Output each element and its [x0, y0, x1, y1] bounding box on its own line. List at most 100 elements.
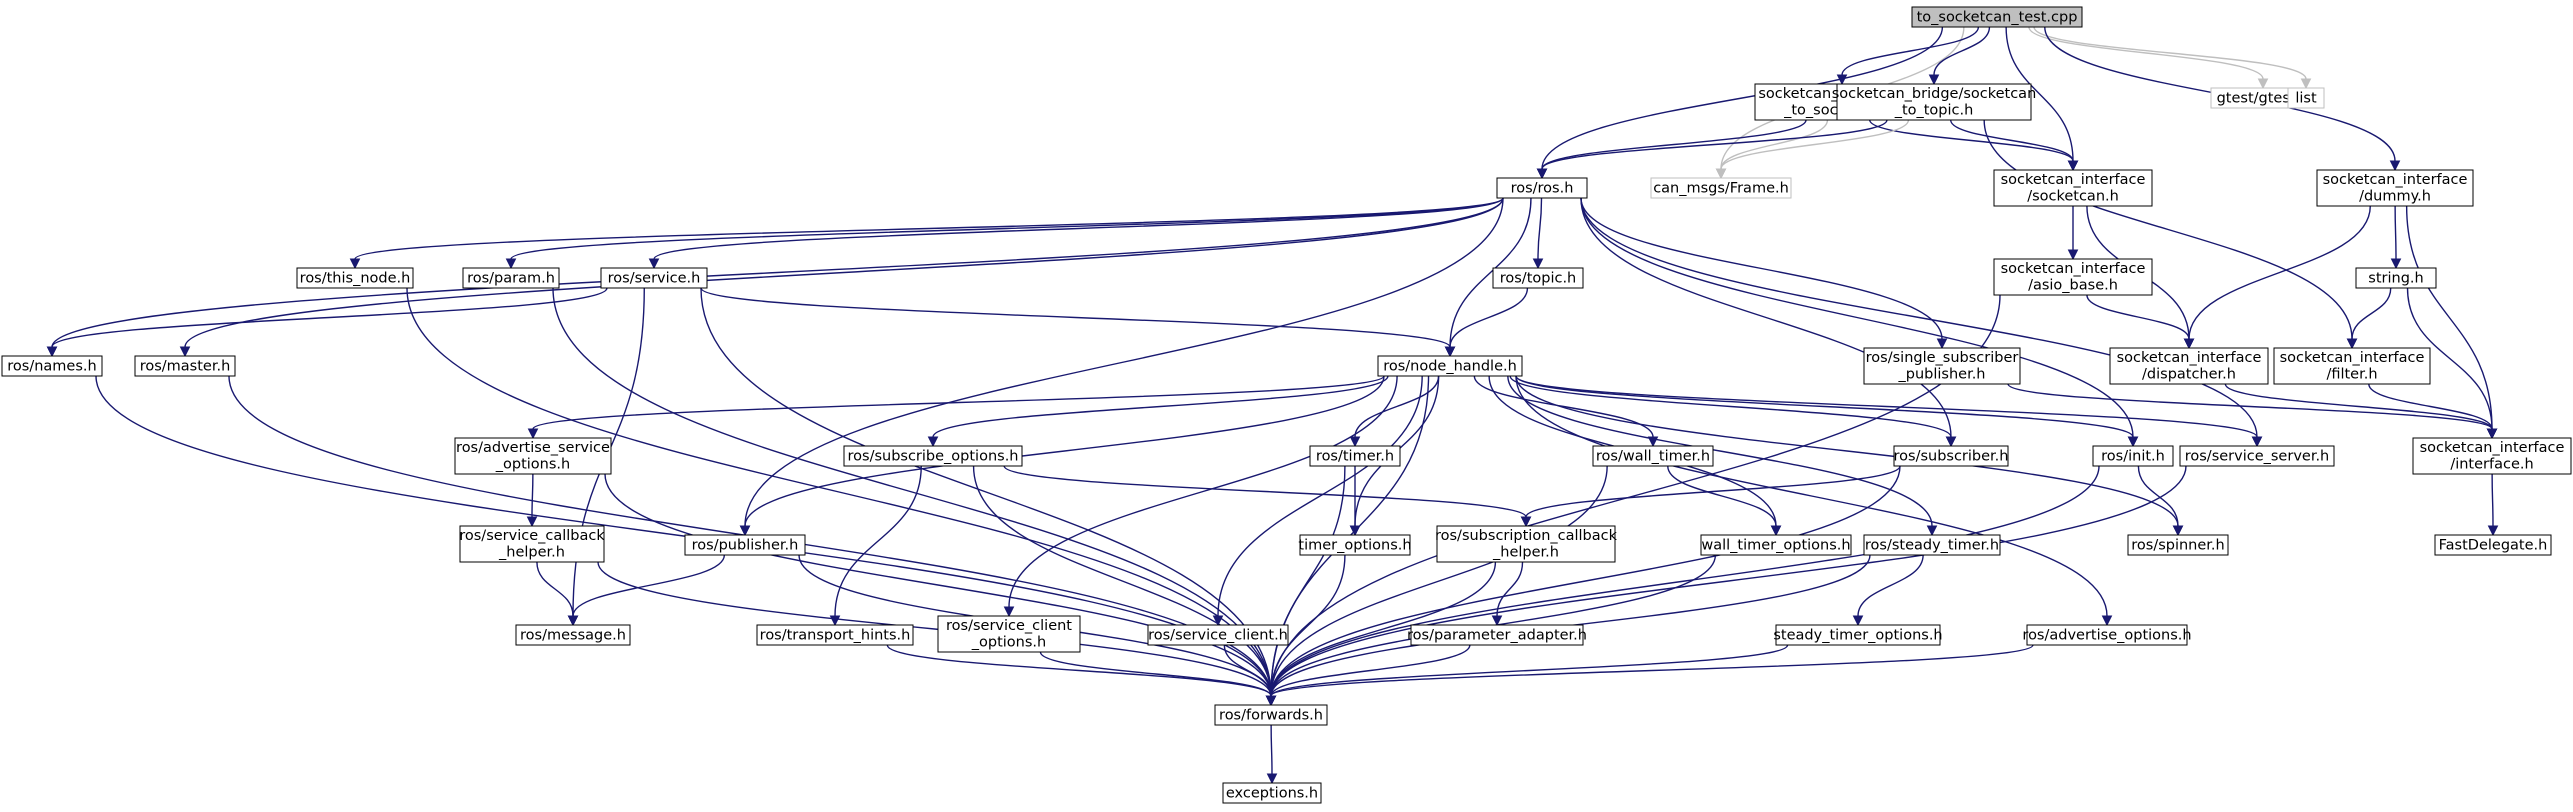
edge-arrowhead: [526, 516, 538, 528]
edge-line: [1509, 375, 1952, 438]
node-root[interactable]: to_socketcan_test.cpp: [1911, 6, 2083, 28]
edge-arrowhead: [349, 258, 361, 270]
node-parameter-adapter-h[interactable]: ros/parameter_adapter.h: [1407, 624, 1587, 646]
node-box: [2434, 534, 2552, 556]
node-forwards-h[interactable]: ros/forwards.h: [1214, 704, 1328, 726]
node-message-h[interactable]: ros/message.h: [515, 624, 631, 646]
node-label: ros/transport_hints.h: [760, 627, 911, 643]
edge-line: [2137, 465, 2179, 527]
edge-arrowhead: [1852, 615, 1864, 627]
node-service-client-h[interactable]: ros/service_client.h: [1147, 624, 1289, 646]
node-filter-h[interactable]: socketcan_interface/filter.h: [2273, 347, 2431, 385]
node-label: ros/master.h: [140, 358, 231, 374]
node-fastdelegate-h[interactable]: FastDelegate.h: [2434, 534, 2552, 556]
node-single-sub-pub-h[interactable]: ros/single_subscriber_publisher.h: [1863, 347, 2021, 385]
node-label: _publisher.h: [1898, 367, 1986, 383]
edge-line: [536, 561, 574, 617]
edge-arrowhead: [2101, 615, 2113, 627]
edge-arrowhead: [2067, 160, 2079, 172]
node-service-h[interactable]: ros/service.h: [600, 267, 708, 289]
edge-line: [1720, 119, 1829, 170]
node-label: steady_timer_options.h: [1773, 627, 1942, 643]
node-spinner-h[interactable]: ros/spinner.h: [2127, 534, 2229, 556]
edge-topic-to-socketcan-h-to-ros-h: [1536, 119, 1807, 180]
edge-arrowhead: [829, 615, 841, 627]
edge-arrowhead: [1212, 615, 1224, 627]
edge-line: [1270, 465, 1608, 697]
node-string-h[interactable]: string.h: [2355, 267, 2437, 289]
edge-line: [1473, 375, 1654, 438]
edge-line: [744, 375, 1385, 527]
node-master-h[interactable]: ros/master.h: [134, 355, 236, 377]
node-timer-options-h[interactable]: timer_options.h: [1298, 534, 1412, 556]
edge-subscribe-options-h-to-sub-cb-helper-h: [1003, 465, 1532, 528]
node-service-client-opts-h[interactable]: ros/service_client_options.h: [937, 615, 1081, 653]
node-sub-cb-helper-h[interactable]: ros/subscription_callback_helper.h: [1435, 525, 1618, 563]
edge-line: [700, 287, 1451, 348]
node-exceptions-h[interactable]: exceptions.h: [1222, 782, 1322, 804]
node-socketcan-to-topic-h[interactable]: socketcan_bridge/socketcan_to_topic.h: [1832, 83, 2037, 121]
edge-line: [510, 197, 1504, 260]
edge-line: [1580, 197, 2134, 438]
edge-line: [1983, 119, 2353, 340]
edge-line: [1541, 26, 1944, 170]
node-timer-h[interactable]: ros/timer.h: [1309, 445, 1401, 467]
edge-arrowhead: [927, 436, 939, 448]
node-si-socketcan-h[interactable]: socketcan_interface/socketcan.h: [1993, 169, 2153, 207]
node-topic-h[interactable]: ros/topic.h: [1492, 267, 1584, 289]
node-node-handle-h[interactable]: ros/node_handle.h: [1377, 355, 1523, 377]
node-publisher-h[interactable]: ros/publisher.h: [684, 534, 806, 556]
node-steady-timer-options-h[interactable]: steady_timer_options.h: [1773, 624, 1943, 646]
node-transport-hints-h[interactable]: ros/transport_hints.h: [756, 624, 914, 646]
node-label: exceptions.h: [1226, 785, 1318, 801]
node-label: socketcan_bridge/socketcan: [1832, 86, 2037, 102]
node-label: socketcan_interface: [2117, 350, 2262, 366]
node-label: socketcan_interface: [2323, 172, 2468, 188]
node-si-dummy-h[interactable]: socketcan_interface/dummy.h: [2316, 169, 2474, 207]
node-label: to_socketcan_test.cpp: [1917, 9, 2078, 25]
edge-line: [1515, 375, 2179, 527]
node-init-h[interactable]: ros/init.h: [2092, 445, 2174, 467]
node-wall-timer-h[interactable]: ros/wall_timer.h: [1592, 445, 1714, 467]
edge-line: [1857, 554, 1924, 617]
node-advertise-options-h[interactable]: ros/advertise_options.h: [2022, 624, 2192, 646]
node-label: socketcan_interface: [2280, 350, 2425, 366]
edge-arrowhead: [179, 346, 191, 358]
node-dispatcher-h[interactable]: socketcan_interface/dispatcher.h: [2109, 347, 2269, 385]
node-service-server-h[interactable]: ros/service_server.h: [2179, 445, 2335, 467]
edge-adv-service-opts-h-to-service-cb-helper-h: [526, 473, 538, 528]
edge-line: [597, 561, 1272, 697]
node-subscribe-options-h[interactable]: ros/subscribe_options.h: [843, 445, 1023, 467]
node-interface-h[interactable]: socketcan_interface/interface.h: [2412, 437, 2572, 475]
edge-line: [2351, 287, 2392, 340]
node-label: ros/subscriber.h: [1894, 448, 2009, 464]
node-label: ros/message.h: [520, 627, 626, 643]
node-label: /asio_base.h: [2028, 278, 2118, 294]
node-box: [1836, 83, 2032, 121]
node-steady-timer-h[interactable]: ros/steady_timer.h: [1863, 534, 2001, 556]
node-box: [462, 267, 560, 289]
node-ros-h[interactable]: ros/ros.h: [1496, 177, 1588, 199]
node-wall-timer-options-h[interactable]: wall_timer_options.h: [1700, 534, 1852, 556]
node-names-h[interactable]: ros/names.h: [1, 355, 103, 377]
edge-arrowhead: [2183, 338, 2195, 350]
node-param-h[interactable]: ros/param.h: [462, 267, 560, 289]
edge-arrowhead: [1265, 695, 1277, 707]
node-subscriber-h[interactable]: ros/subscriber.h: [1893, 445, 2009, 467]
edge-line: [1270, 644, 1471, 697]
node-box: [756, 624, 914, 646]
edges-layer: [46, 26, 2499, 785]
node-label: /filter.h: [2326, 367, 2377, 383]
node-asio-base-h[interactable]: socketcan_interface/asio_base.h: [1993, 258, 2153, 296]
edge-line: [531, 473, 534, 518]
edge-service-h-to-node-handle-h: [700, 287, 1456, 358]
node-this-node-h[interactable]: ros/this_node.h: [296, 267, 414, 289]
edge-line: [2406, 287, 2493, 430]
edge-arrowhead: [1349, 436, 1361, 448]
edge-arrowhead: [2067, 249, 2079, 261]
node-service-cb-helper-h[interactable]: ros/service_callback_helper.h: [459, 525, 605, 563]
edge-line: [1525, 465, 1901, 518]
edge-root-to-gtest-h: [2028, 26, 2269, 90]
node-adv-service-opts-h[interactable]: ros/advertise_service_options.h: [454, 437, 612, 475]
